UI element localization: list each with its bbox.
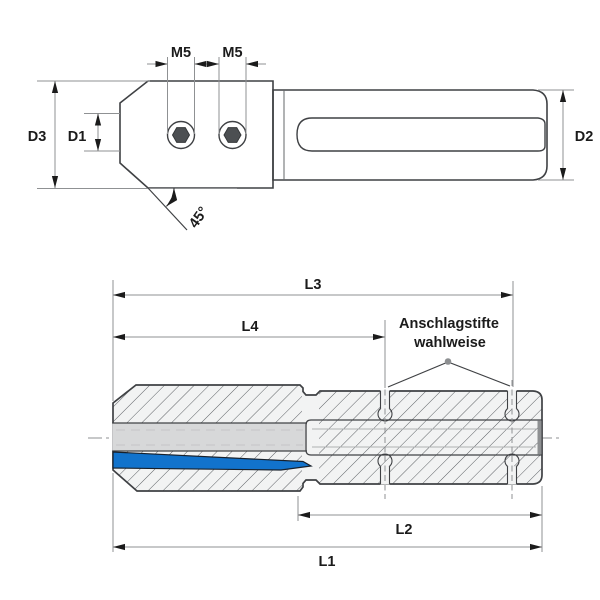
bore-head xyxy=(112,422,307,452)
collet-slot-blue xyxy=(112,451,313,471)
dim-label-l1: L1 xyxy=(319,554,336,570)
dim-label-d2: D2 xyxy=(575,129,594,145)
bore-head-fill xyxy=(112,423,307,451)
dim-label-m5-right: M5 xyxy=(222,45,242,61)
bore-end-face xyxy=(537,420,542,455)
dim-label-l2: L2 xyxy=(396,522,413,538)
chamfer-ref-line xyxy=(147,187,188,231)
dimension-l3: L3 xyxy=(113,277,513,299)
dim-label-d3: D3 xyxy=(28,129,47,145)
bore-shank-fill xyxy=(305,419,543,456)
dimension-d1: D1 xyxy=(68,113,120,152)
screw-circle xyxy=(166,120,196,150)
shank-body xyxy=(272,89,548,181)
bore-shank-lines xyxy=(312,428,536,448)
callout-line2: wahlweise xyxy=(413,335,486,351)
hatch-shank xyxy=(319,385,542,490)
dim-label-m5-left: M5 xyxy=(171,45,191,61)
bore-head-edges xyxy=(112,422,307,452)
callout-dot xyxy=(444,358,452,365)
dim-label-l4: L4 xyxy=(242,319,259,335)
pin-slot-sides xyxy=(379,466,391,484)
pin-slot-sides xyxy=(506,391,518,409)
stop-pin-callout: Anschlagstifte wahlweise xyxy=(387,316,511,388)
dim-label-d1: D1 xyxy=(68,129,87,145)
shank-flat xyxy=(296,117,546,152)
pin-slot-sides xyxy=(506,466,518,484)
hex-socket-icon xyxy=(171,127,191,143)
bore-head-thread-lines xyxy=(116,429,303,446)
bore-shank xyxy=(305,419,543,456)
section-outline xyxy=(112,384,543,492)
pin-slot-sides xyxy=(379,391,391,409)
dimension-l1: L1 xyxy=(113,543,542,570)
dimension-m5: M5 M5 xyxy=(147,45,266,134)
extension-lines xyxy=(112,280,543,552)
dimension-l2: L2 xyxy=(298,511,542,538)
dimension-l4: L4 xyxy=(113,319,385,341)
screw-circle xyxy=(218,120,247,150)
dim-label-l3: L3 xyxy=(305,277,322,293)
side-view: M5 M5 D3 D1 D2 45° xyxy=(28,45,594,231)
angle-arc xyxy=(165,187,178,207)
dimension-d2: D2 xyxy=(538,89,594,181)
hex-socket-icon xyxy=(223,127,242,143)
section-view: L3 L4 L2 L1 Anschlagstifte wahlweise xyxy=(88,277,560,570)
dimension-d3: D3 xyxy=(28,80,237,189)
callout-line1: Anschlagstifte xyxy=(399,316,499,332)
set-screw-right xyxy=(218,120,247,150)
set-screw-left xyxy=(166,120,196,150)
